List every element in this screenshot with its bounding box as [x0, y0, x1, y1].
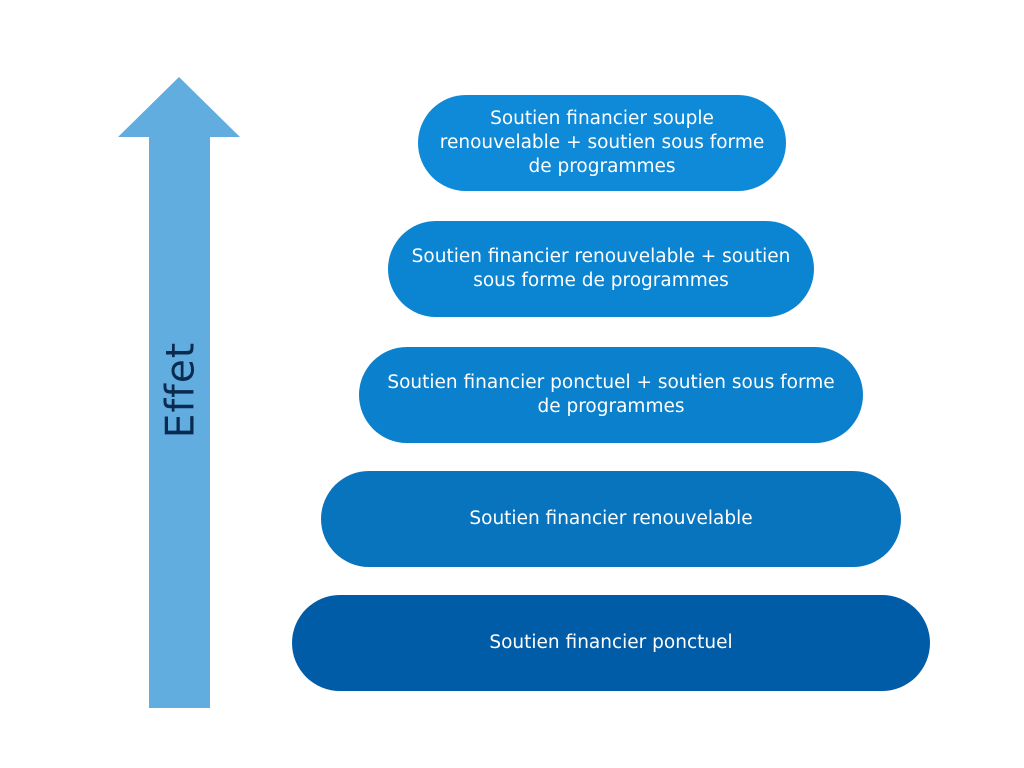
level-1-box: Soutien financier ponctuel — [292, 595, 930, 691]
level-5-text: Soutien financier souple renouvelable + … — [439, 108, 765, 177]
level-3-text: Soutien financier ponctuel + soutien sou… — [387, 372, 835, 417]
level-2-box: Soutien financier renouvelable — [321, 471, 901, 567]
up-arrow-icon — [118, 77, 240, 708]
level-1-text: Soutien financier ponctuel — [489, 632, 733, 653]
level-4-text: Soutien financier renouvelable + soutien… — [411, 246, 791, 291]
level-4-box: Soutien financier renouvelable + soutien… — [388, 221, 814, 317]
level-3-box: Soutien financier ponctuel + soutien sou… — [359, 347, 863, 443]
level-2-text: Soutien financier renouvelable — [469, 508, 753, 529]
axis-label-effet: Effet — [158, 341, 204, 439]
level-5-box: Soutien financier souple renouvelable + … — [418, 95, 786, 191]
